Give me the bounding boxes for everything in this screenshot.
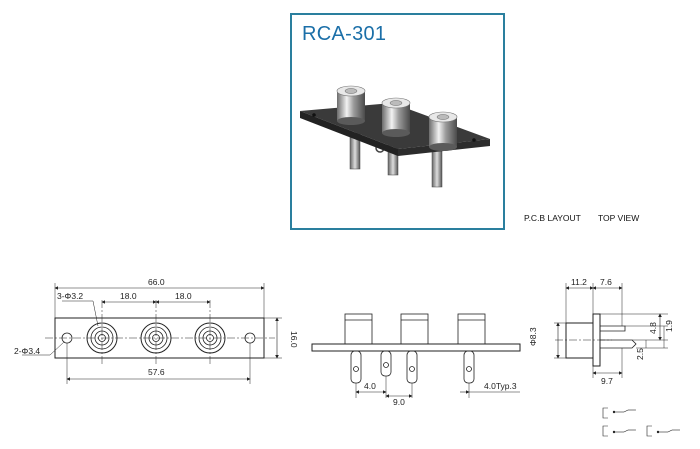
dim-overall-width: 66.0 — [148, 277, 165, 287]
schematic-symbols — [602, 407, 680, 437]
dim-mount-hole-span: 57.6 — [148, 367, 165, 377]
front-jack — [86, 322, 118, 354]
dim-spacing-2: 18.0 — [175, 291, 192, 301]
dim-spacing-1: 18.0 — [120, 291, 137, 301]
dim-side-body: 11.2 — [571, 277, 587, 287]
dim-pin-b: 9.0 — [393, 397, 405, 407]
dim-hole-spec: 3-Φ3.2 — [57, 291, 83, 301]
dim-mount-hole-spec: 2-Φ3.4 — [14, 346, 40, 356]
product-photo — [300, 85, 490, 188]
model-title: RCA-301 — [302, 23, 387, 45]
dim-side-4-8: 4.8 — [648, 322, 658, 334]
caption-top-view: TOP VIEW — [598, 213, 640, 223]
dim-pin-c: 4.0Typ.3 — [484, 381, 517, 391]
product-photo-frame: RCA-301 — [290, 13, 505, 230]
front-view — [22, 283, 282, 384]
pin-view — [311, 313, 521, 398]
side-view — [554, 283, 668, 378]
front-jack — [194, 322, 226, 354]
dim-side-1-9: 1.9 — [664, 320, 674, 332]
dim-side-plate: 7.6 — [600, 277, 612, 287]
dim-side-9-7: 9.7 — [601, 376, 613, 386]
dim-height: 16.0 — [289, 331, 299, 348]
dim-side-2-5: 2.5 — [635, 348, 645, 360]
dim-pin-a: 4.0 — [364, 381, 376, 391]
caption-pcb-layout: P.C.B LAYOUT — [524, 213, 581, 223]
front-jack — [140, 322, 172, 354]
dim-side-diameter: Φ8.3 — [528, 327, 538, 346]
